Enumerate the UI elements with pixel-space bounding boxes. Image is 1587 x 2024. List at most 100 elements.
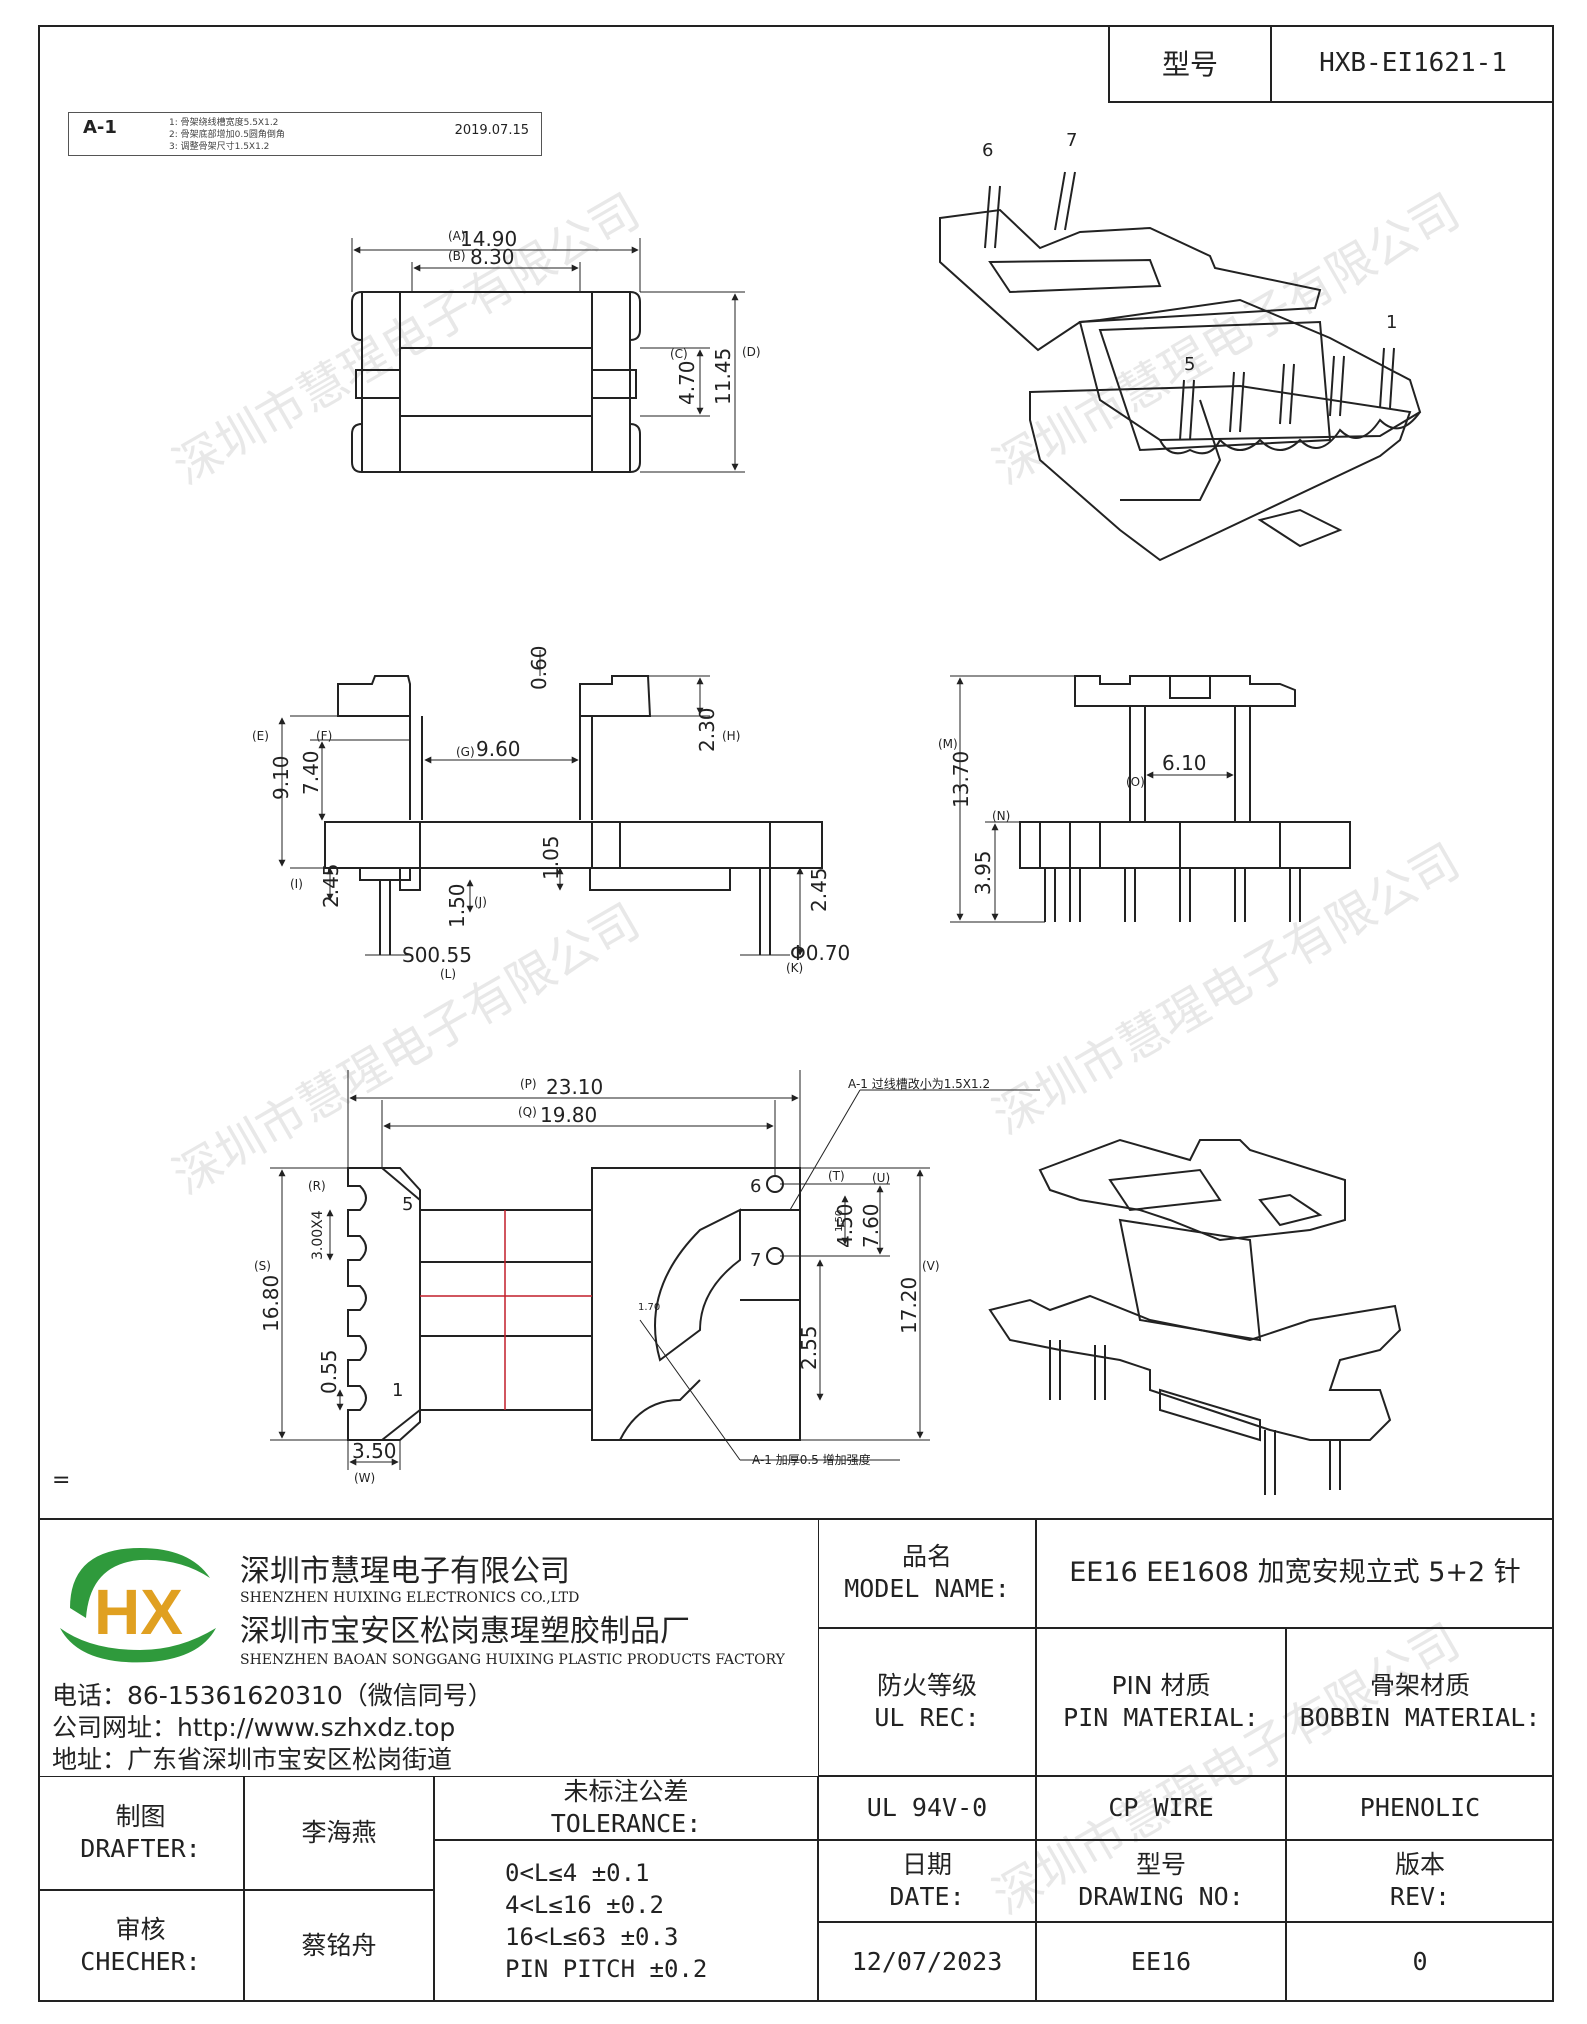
- label-cn: 防火等级: [876, 1671, 977, 1700]
- bottom-view: [270, 1070, 1040, 1470]
- logo-text: HX: [94, 1576, 183, 1648]
- checker-label: 审核 CHECHER:: [38, 1890, 244, 2002]
- dim-740: 7.40: [299, 750, 323, 795]
- tag-o: (O): [1126, 775, 1145, 789]
- tag-e: (E): [252, 729, 269, 743]
- dim-230: 2.30: [695, 707, 719, 752]
- label-en: TOLERANCE:: [550, 1809, 702, 1838]
- tag-t: (T): [828, 1169, 845, 1183]
- tolerance-line: PIN PITCH ±0.2: [505, 1955, 708, 1983]
- dim-b: 8.30: [470, 245, 515, 269]
- tag-g: (G): [456, 745, 475, 759]
- dim-a: 14.90: [460, 227, 517, 251]
- label-cn: 未标注公差: [563, 1777, 689, 1806]
- revision-note: 3: 调整骨架尺寸1.5X1.2: [169, 142, 270, 152]
- address: 地址：广东省深圳市宝安区松岗街道: [52, 1745, 453, 1774]
- drafter-label: 制图 DRAFTER:: [38, 1776, 244, 1890]
- label-en: CHECHER:: [80, 1947, 201, 1976]
- front-view: [278, 650, 823, 956]
- dim-c: 4.70: [675, 360, 699, 405]
- pin-label-1: 1: [1386, 312, 1397, 333]
- dim-350: 3.50: [352, 1439, 397, 1463]
- tag-j: (J): [474, 895, 487, 909]
- rev-value: 0: [1286, 1922, 1554, 2002]
- label-en: MODEL NAME:: [844, 1574, 1010, 1603]
- company-name-en: SHENZHEN HUIXING ELECTRONICS CO.,LTD: [240, 1590, 580, 1606]
- tag-s: (S): [254, 1259, 271, 1273]
- tolerance-line: 0<L≤4 ±0.1: [505, 1859, 650, 1887]
- bottom-view-dimensions: 23.10 (P) 19.80 (Q) 16.80 (S) 3.00X4 (R)…: [254, 1075, 990, 1485]
- label-en: DATE:: [889, 1882, 965, 1911]
- pin-material-value: CP WIRE: [1036, 1776, 1286, 1840]
- note-slot-revision: A-1 过线槽改小为1.5X1.2: [848, 1077, 990, 1091]
- technical-drawing: 14.90 (A) 8.30 (B) 4.70 (C) 11.45 (D) 6 …: [252, 130, 1422, 1495]
- ul-rec-label: 防火等级 UL REC:: [818, 1628, 1036, 1776]
- dim-1680: 16.80: [259, 1275, 283, 1332]
- checker-value: 蔡铭舟: [244, 1890, 434, 2002]
- date-value: 12/07/2023: [818, 1922, 1036, 2002]
- dim-395: 3.95: [971, 850, 995, 895]
- side-view: [950, 675, 1351, 923]
- tolerance-label: 未标注公差 TOLERANCE:: [434, 1776, 818, 1840]
- iso-top-pin-labels: 6 7 5 1: [982, 130, 1397, 375]
- tolerance-line: 4<L≤16 ±0.2: [505, 1891, 664, 1919]
- dim-245b: 2.45: [807, 867, 831, 912]
- company-logo: HX: [60, 1548, 216, 1663]
- top-view: [351, 238, 745, 473]
- label-cn: 制图: [115, 1802, 166, 1831]
- dim-150: 1.50: [445, 883, 469, 928]
- equals-mark: =: [52, 1468, 71, 1493]
- drafter-value: 李海燕: [244, 1776, 434, 1890]
- factory-name-cn: 深圳市宝安区松岗惠瑆塑胶制品厂: [240, 1614, 690, 1649]
- dim-s055: S00.55: [402, 943, 472, 967]
- label-en: REV:: [1389, 1882, 1451, 1911]
- centerlines: [420, 1210, 592, 1410]
- dim-910: 9.10: [269, 755, 293, 800]
- revision-date: 2019.07.15: [454, 123, 529, 138]
- model-label: 型号: [1110, 25, 1272, 101]
- isometric-view-top: [939, 171, 1422, 562]
- dim-960: 9.60: [476, 737, 521, 761]
- tag-i: (I): [290, 877, 303, 891]
- drawing-no-label: 型号 DRAWING NO:: [1036, 1840, 1286, 1922]
- dim-105: 1.05: [539, 835, 563, 880]
- tag-c: (C): [670, 347, 688, 361]
- dim-1720: 17.20: [897, 1277, 921, 1334]
- tag-l: (L): [440, 967, 456, 981]
- label-en: PIN MATERIAL:: [1063, 1703, 1259, 1732]
- label-en: DRAFTER:: [80, 1834, 201, 1863]
- model-value: HXB-EI1621-1: [1319, 48, 1507, 78]
- revision-strip: A-1 1: 骨架绕线槽宽度5.5X1.2 2: 骨架底部增加0.5圆角倒角 3…: [68, 112, 542, 156]
- dim-300x4: 3.00X4: [310, 1210, 326, 1260]
- date-label: 日期 DATE:: [818, 1840, 1036, 1922]
- tag-q: (Q): [518, 1105, 537, 1119]
- dim-450: 4.50: [833, 1203, 857, 1248]
- dim-760: 7.60: [859, 1203, 883, 1248]
- dim-1370: 13.70: [949, 751, 973, 808]
- bobbin-material-value: PHENOLIC: [1286, 1776, 1554, 1840]
- dim-245a: 2.45: [319, 863, 343, 908]
- ul-rec-value: UL 94V-0: [818, 1776, 1036, 1840]
- label-cn: 品名: [901, 1542, 952, 1571]
- pin-label-7: 7: [750, 1250, 761, 1271]
- label-cn: PIN 材质: [1111, 1671, 1211, 1700]
- front-view-dimensions: 0.60 9.60 (G) 9.10 (E) 7.40 (F) 2.30 (H)…: [252, 645, 850, 981]
- tag-v: (V): [922, 1259, 940, 1273]
- model-name-value: EE16 EE1608 加宽安规立式 5+2 针: [1036, 1518, 1554, 1628]
- label-cn: 审核: [115, 1915, 166, 1944]
- isometric-view-bottom: [988, 1138, 1402, 1495]
- dim-060: 0.60: [527, 645, 551, 690]
- dim-2310: 23.10: [546, 1075, 603, 1099]
- tag-k: (K): [786, 961, 803, 975]
- revision-id: A-1: [83, 117, 117, 138]
- pin-label-5: 5: [402, 1194, 413, 1215]
- pin-label-7: 7: [1066, 130, 1077, 151]
- pin-label-6: 6: [982, 140, 993, 161]
- tag-n: (N): [992, 809, 1010, 823]
- label-en: BOBBIN MATERIAL:: [1299, 1703, 1541, 1732]
- label-en: DRAWING NO:: [1078, 1882, 1244, 1911]
- website: 公司网址：http://www.szhxdz.top: [52, 1713, 456, 1742]
- pin-label-6: 6: [750, 1176, 761, 1197]
- dim-610: 6.10: [1162, 751, 1207, 775]
- dim-pin-diameter: Φ0.70: [790, 941, 850, 965]
